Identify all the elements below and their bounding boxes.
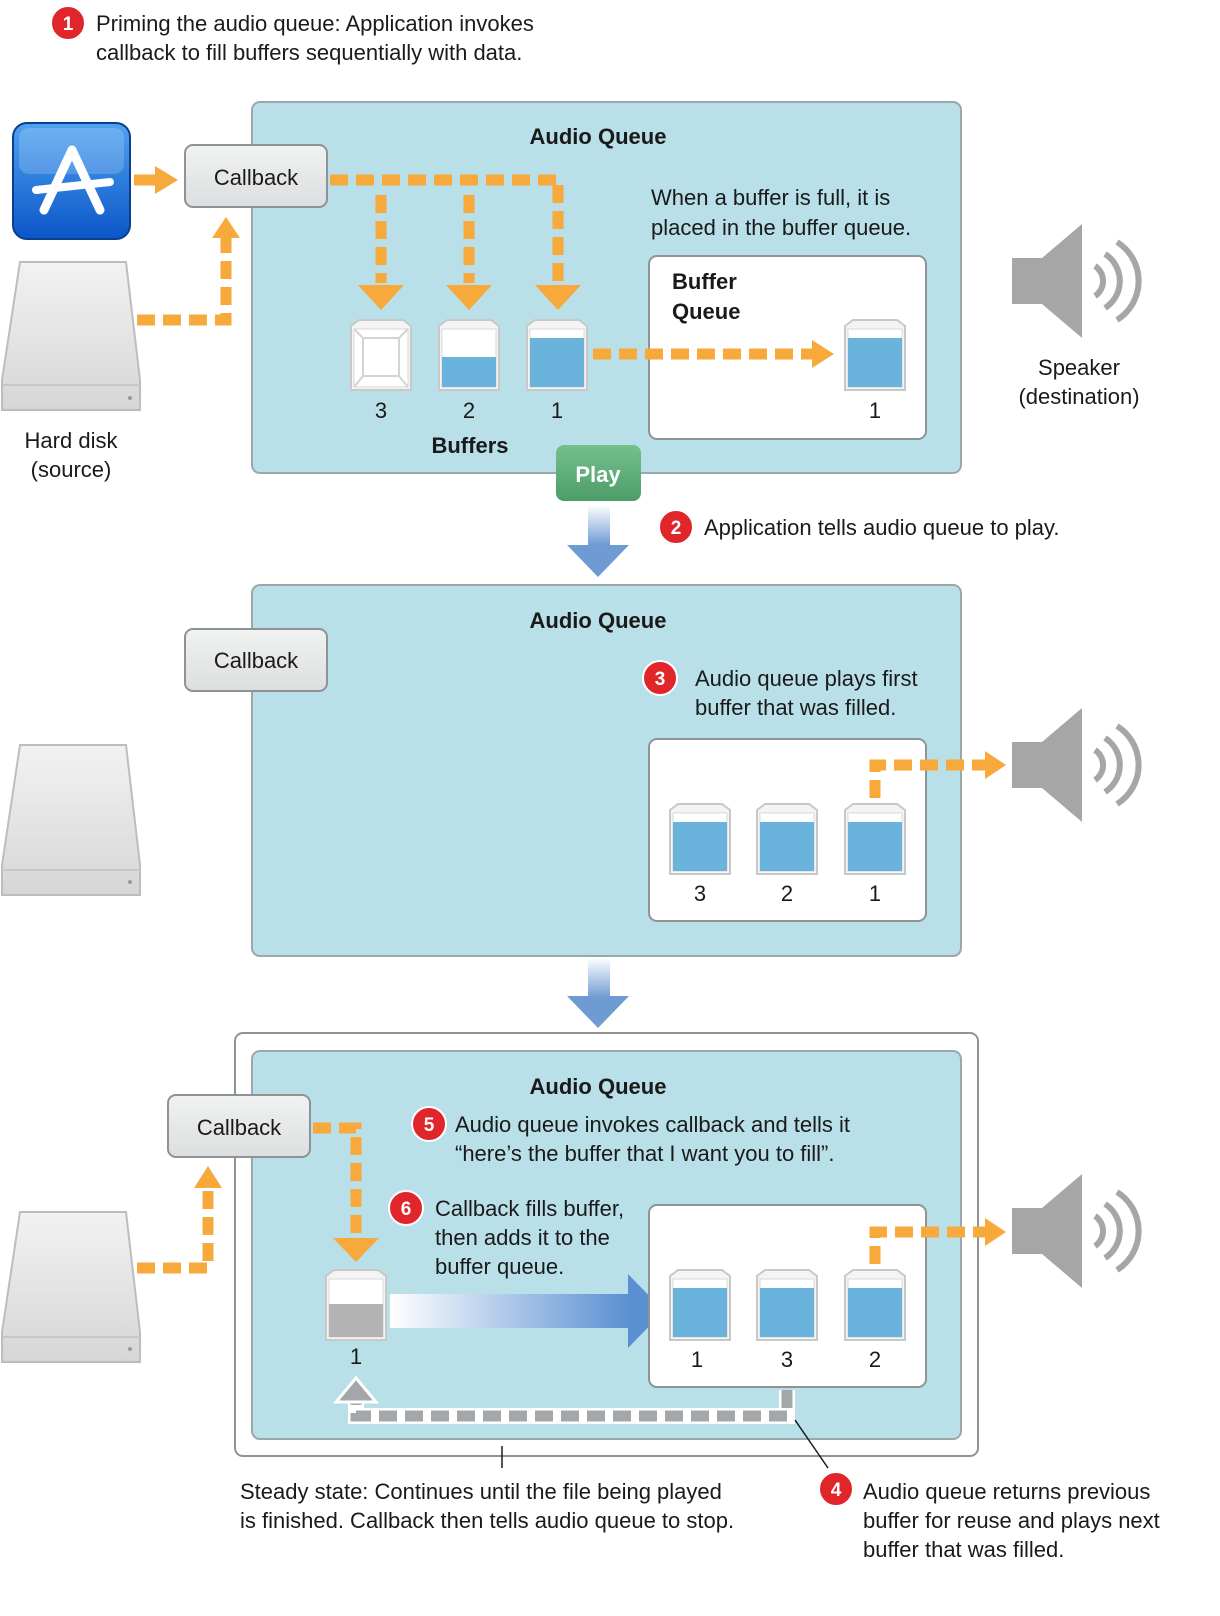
hard-disk-label-line2: (source) bbox=[31, 457, 112, 482]
step2-badge bbox=[658, 509, 694, 545]
speaker-icon bbox=[1012, 1174, 1142, 1288]
step5-text-line1: Audio queue invokes callback and tells i… bbox=[455, 1112, 850, 1137]
speaker-icon bbox=[1012, 708, 1142, 822]
step6-badge bbox=[388, 1190, 424, 1226]
panel2-title: Audio Queue bbox=[530, 608, 667, 633]
callback-box-2 bbox=[184, 628, 328, 692]
callback-label-2: Callback bbox=[214, 648, 299, 673]
hard-disk-icon bbox=[1, 261, 141, 411]
speaker-label-line1: Speaker bbox=[1038, 355, 1120, 380]
panel1-title: Audio Queue bbox=[530, 124, 667, 149]
play-button[interactable]: Play bbox=[556, 445, 641, 501]
big-arrow bbox=[390, 1274, 664, 1348]
queue2-num-3: 3 bbox=[694, 881, 706, 906]
buffer-2-partial bbox=[438, 319, 500, 391]
step5-badge bbox=[411, 1106, 447, 1142]
buffer-queue-label-line2: Queue bbox=[672, 299, 740, 324]
return-arrow-head bbox=[332, 1375, 380, 1404]
play-button-label: Play bbox=[575, 462, 621, 487]
step3-badge bbox=[642, 660, 678, 696]
queued-buffer-num: 1 bbox=[869, 398, 881, 423]
queue3-num-3: 3 bbox=[781, 1347, 793, 1372]
step4-text-line2: buffer for reuse and plays next bbox=[863, 1508, 1160, 1533]
step3-text-line2: buffer that was filled. bbox=[695, 695, 896, 720]
step5-badge-number: 5 bbox=[424, 1115, 435, 1136]
queue2-buffer-1 bbox=[844, 803, 906, 875]
step2-badge-number: 2 bbox=[671, 518, 682, 539]
hard-disk-icon bbox=[0, 744, 141, 896]
panel3-title: Audio Queue bbox=[530, 1074, 667, 1099]
hard-disk-label-line1: Hard disk bbox=[25, 428, 119, 453]
queued-buffer-1 bbox=[844, 319, 906, 391]
callback-box-3 bbox=[167, 1094, 311, 1158]
buffers-label: Buffers bbox=[431, 433, 508, 458]
queue3-num-1: 1 bbox=[691, 1347, 703, 1372]
steady-state-line1: Steady state: Continues until the file b… bbox=[240, 1479, 722, 1504]
buffer-num-3: 3 bbox=[375, 398, 387, 423]
filling-buffer-num: 1 bbox=[350, 1344, 362, 1369]
hard-disk-icon bbox=[0, 1211, 141, 1363]
queue2-buffer-3 bbox=[669, 803, 731, 875]
step1-badge bbox=[50, 5, 86, 41]
step3-badge-number: 3 bbox=[655, 669, 666, 690]
step4-text-line1: Audio queue returns previous bbox=[863, 1479, 1150, 1504]
buffer-num-1: 1 bbox=[551, 398, 563, 423]
queue2-num-2: 2 bbox=[781, 881, 793, 906]
buffer-queue-box-1 bbox=[648, 255, 927, 440]
step5-text-line2: “here’s the buffer that I want you to fi… bbox=[455, 1141, 835, 1166]
full-note-line2: placed in the buffer queue. bbox=[651, 215, 911, 240]
queue3-buffer-1 bbox=[669, 1269, 731, 1341]
queue3-buffer-2 bbox=[844, 1269, 906, 1341]
buffer-queue-label-line1: Buffer bbox=[672, 269, 737, 294]
step1-text-line2: callback to fill buffers sequentially wi… bbox=[96, 40, 522, 65]
speaker-icon bbox=[1012, 224, 1142, 338]
buffer-num-2: 2 bbox=[463, 398, 475, 423]
step4-text-line3: buffer that was filled. bbox=[863, 1537, 1064, 1562]
step6-text-line1: Callback fills buffer, bbox=[435, 1196, 624, 1221]
step6-text-line3: buffer queue. bbox=[435, 1254, 564, 1279]
down-arrow-1 bbox=[567, 505, 629, 577]
speaker-label-line2: (destination) bbox=[1018, 384, 1139, 409]
queue2-buffer-2 bbox=[756, 803, 818, 875]
step4-badge-number: 4 bbox=[831, 1480, 842, 1501]
queue2-num-1: 1 bbox=[869, 881, 881, 906]
step3-text-line1: Audio queue plays first bbox=[695, 666, 918, 691]
steady-state-line2: is finished. Callback then tells audio q… bbox=[240, 1508, 734, 1533]
filling-buffer-1 bbox=[325, 1269, 387, 1341]
buffer-1-full bbox=[526, 319, 588, 391]
queue3-num-2: 2 bbox=[869, 1347, 881, 1372]
full-note-line1: When a buffer is full, it is bbox=[651, 185, 890, 210]
app-store-icon bbox=[12, 122, 131, 240]
callback-box-1 bbox=[184, 144, 328, 208]
step6-text-line2: then adds it to the bbox=[435, 1225, 610, 1250]
step4-badge bbox=[818, 1471, 854, 1507]
buffer-3-empty bbox=[350, 319, 412, 391]
callback-label-3: Callback bbox=[197, 1115, 282, 1140]
down-arrow-2 bbox=[567, 958, 629, 1028]
step6-badge-number: 6 bbox=[401, 1199, 412, 1220]
step1-text-line1: Priming the audio queue: Application inv… bbox=[96, 11, 534, 36]
callback-label-1: Callback bbox=[214, 165, 299, 190]
queue3-buffer-3 bbox=[756, 1269, 818, 1341]
step1-badge-number: 1 bbox=[63, 14, 74, 35]
step2-text: Application tells audio queue to play. bbox=[704, 515, 1060, 540]
step1-caption: 1 Priming the audio queue: Application i… bbox=[50, 5, 534, 65]
